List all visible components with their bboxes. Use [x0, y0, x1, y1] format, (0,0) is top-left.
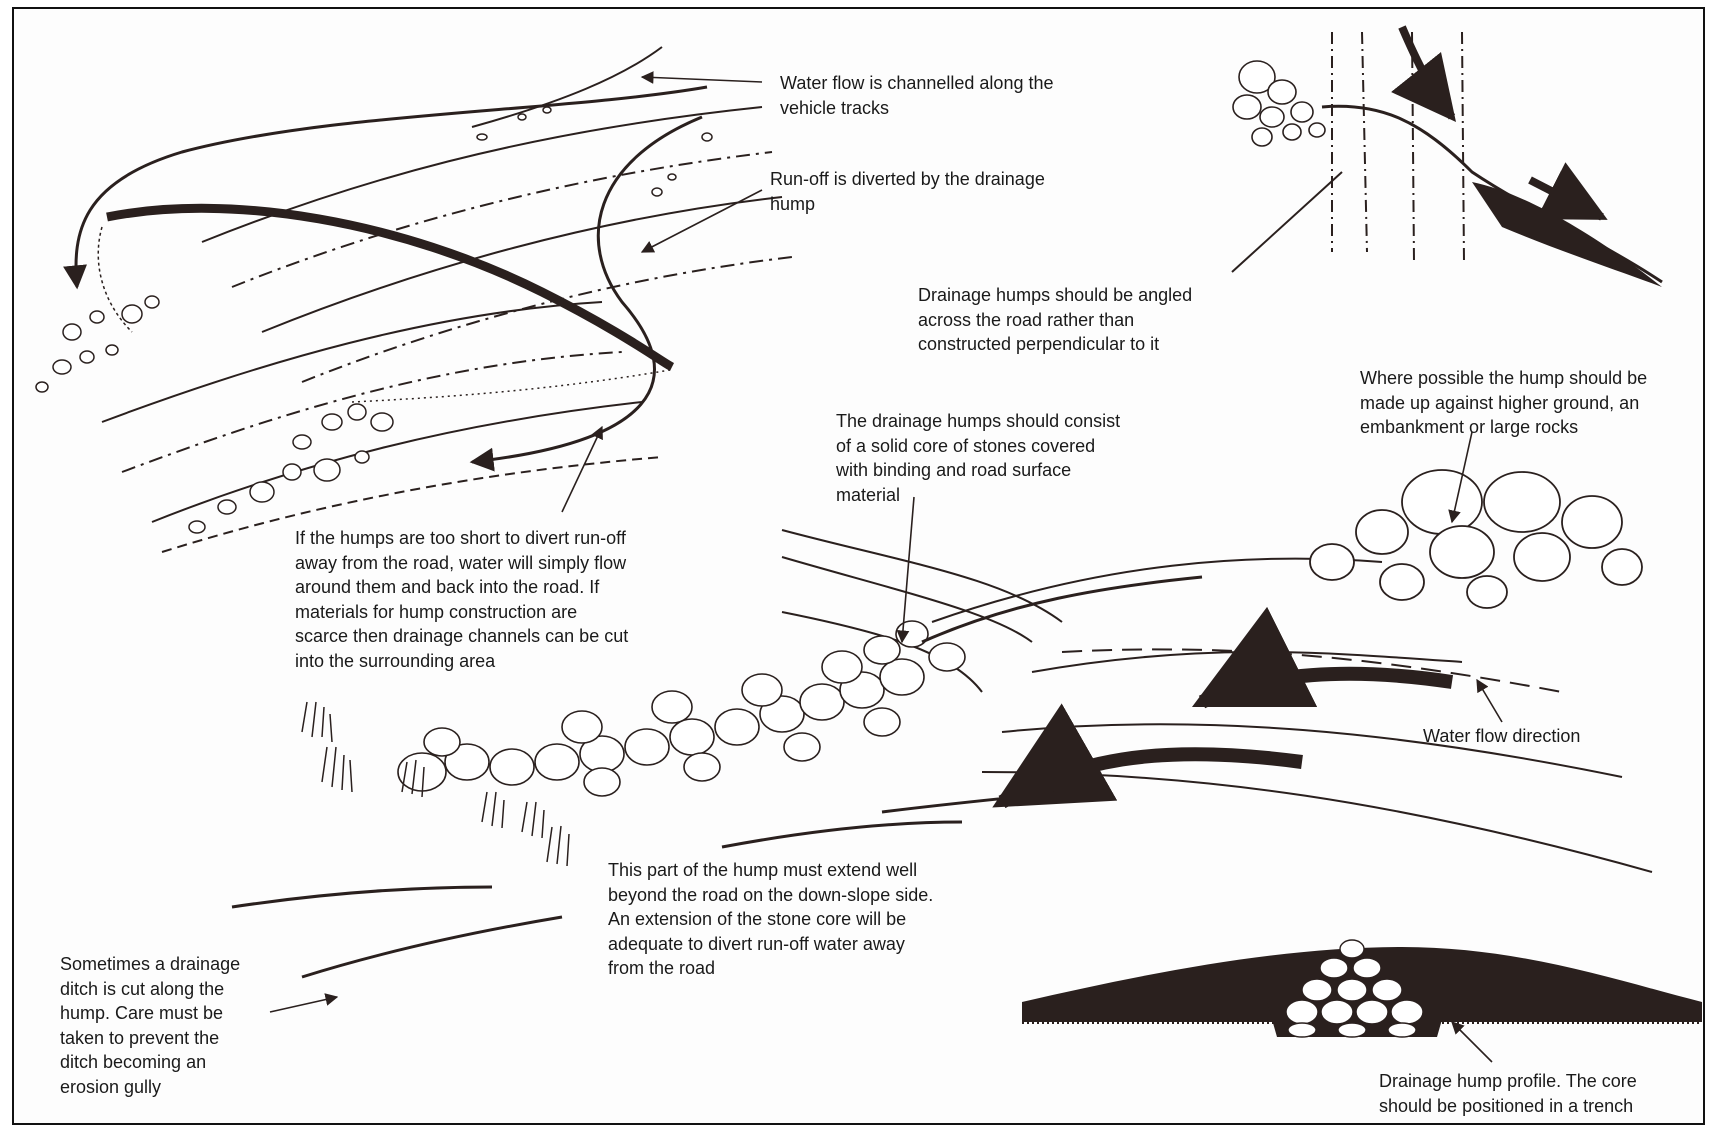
label-too-short: If the humps are too short to divert run… — [295, 526, 628, 673]
hump-profile — [1022, 940, 1702, 1037]
label-hump-profile: Drainage hump profile. The core should b… — [1379, 1069, 1637, 1118]
top-right-scene — [1232, 27, 1662, 287]
label-water-flow-direction: Water flow direction — [1423, 724, 1580, 749]
hump-top-view — [98, 208, 672, 402]
boulders-right — [1310, 470, 1642, 608]
label-higher-ground: Where possible the hump should be made u… — [1360, 366, 1647, 440]
label-solid-core: The drainage humps should consist of a s… — [836, 409, 1120, 507]
flow-arrow-down — [1402, 27, 1452, 117]
top-left-scene — [36, 47, 792, 552]
label-runoff-diverted: Run-off is diverted by the drainage hump — [770, 167, 1045, 216]
leader-runoff — [642, 190, 762, 252]
diagram-frame: Water flow is channelled along the vehic… — [12, 7, 1705, 1125]
boulder-cluster-top — [1233, 61, 1325, 146]
leader-profile — [1452, 1022, 1492, 1062]
leader-water-flow — [1477, 680, 1502, 722]
label-vehicle-tracks: Water flow is channelled along the vehic… — [780, 71, 1054, 120]
leader-ditch — [270, 997, 337, 1012]
pointer-angled — [1232, 172, 1342, 272]
leader-vehicle-tracks — [642, 77, 762, 82]
label-angled-humps: Drainage humps should be angled across t… — [918, 283, 1192, 357]
label-drainage-ditch: Sometimes a drainage ditch is cut along … — [60, 952, 240, 1099]
label-extend-beyond: This part of the hump must extend well b… — [608, 858, 933, 981]
